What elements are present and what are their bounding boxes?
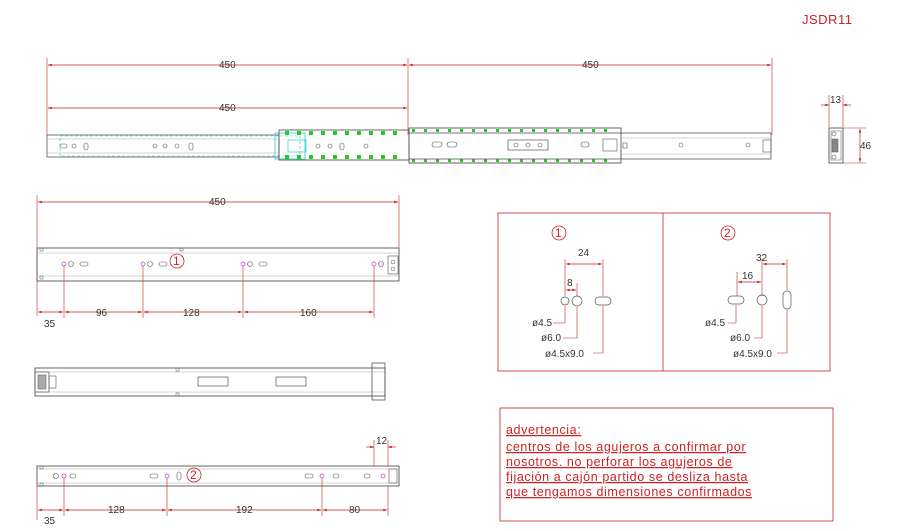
top-assembly-view: 450 450 450: [46, 58, 773, 164]
ball-bearings: [285, 129, 607, 162]
view1-marker: 1: [173, 254, 180, 268]
dim-view2-width: 12: [376, 436, 388, 447]
detail1-hole-slot: ø4.5x9.0: [545, 349, 584, 360]
detail1-hole-small: ø4.5: [532, 318, 552, 329]
detail2-dim-a: 32: [756, 253, 768, 264]
warning-note: advertencia: centros de los agujeros a c…: [499, 407, 834, 522]
view2-offset-2: 192: [236, 505, 253, 516]
dim-right-450: 450: [582, 60, 599, 71]
view1-offset-2: 128: [183, 308, 200, 319]
detail-1: 1 24 8 ø4.5 ø6.0 ø4.5x9.0: [532, 225, 612, 360]
detail1-dim-a: 24: [578, 248, 590, 259]
detail2-hole-slot: ø4.5x9.0: [733, 349, 772, 360]
warning-line-4: que tengamos dimensiones confirmados: [506, 485, 752, 499]
warning-line-3: fijación a cajón partido se desliza hast…: [506, 470, 748, 484]
dim-left-450: 450: [219, 60, 236, 71]
detail1-marker: 1: [555, 226, 562, 240]
view2-offset-1: 128: [108, 505, 125, 516]
dim-inner-450: 450: [219, 103, 236, 114]
rail-view-2: 12 2 35 128 192 80: [36, 436, 400, 527]
view2-marker: 2: [190, 468, 197, 482]
view1-offset-0: 35: [44, 319, 56, 330]
warning-line-1: centros de los agujeros a confirmar por: [506, 440, 746, 454]
dim-end-width: 13: [830, 95, 842, 106]
dim-view1-length: 450: [209, 197, 226, 208]
view1-offset-1: 96: [96, 308, 108, 319]
warning-title: advertencia:: [506, 423, 581, 437]
warning-line-2: nosotros. no perforar los agujeros de: [506, 455, 732, 469]
detail1-dim-b: 8: [567, 278, 573, 289]
detail-panels: [497, 212, 831, 372]
view2-offset-0: 35: [44, 516, 56, 527]
dim-end-height: 46: [860, 141, 872, 152]
end-view: 13 46: [821, 95, 872, 164]
detail2-marker: 2: [724, 226, 731, 240]
detail2-dim-b: 16: [742, 271, 754, 282]
detail1-hole-round: ø6.0: [541, 333, 561, 344]
detail2-hole-round: ø6.0: [730, 333, 750, 344]
view2-offset-3: 80: [349, 505, 361, 516]
rail-view-1: 450 1 35 96 128: [36, 195, 400, 330]
detail2-hole-small: ø4.5: [705, 318, 725, 329]
drawing-code: JSDR11: [802, 12, 852, 27]
rail-side-view: [34, 362, 386, 401]
view1-offset-3: 160: [300, 308, 317, 319]
detail-2: 2 32 16 ø4.5 ø6.0 ø4.5x9.0: [705, 225, 792, 360]
